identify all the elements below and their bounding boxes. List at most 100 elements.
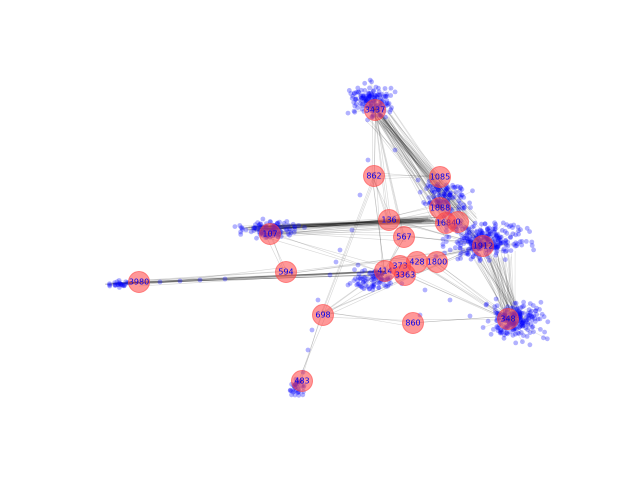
graph-node	[493, 250, 499, 256]
graph-node	[157, 279, 163, 285]
graph-node	[526, 307, 532, 313]
edge	[389, 113, 468, 215]
graph-node	[465, 238, 471, 244]
hub-label: 1684	[436, 219, 456, 228]
graph-node	[490, 226, 496, 232]
graph-node	[366, 90, 371, 96]
graph-node	[535, 316, 541, 322]
graph-node	[492, 226, 498, 232]
graph-node	[495, 237, 501, 242]
graph-node	[497, 330, 503, 336]
edge	[405, 274, 508, 321]
edge	[270, 232, 389, 275]
edge	[386, 102, 467, 220]
edge	[376, 116, 469, 215]
graph-node	[464, 250, 470, 256]
graph-node	[482, 221, 488, 227]
graph-node	[284, 227, 290, 233]
graph-node	[362, 80, 368, 86]
graph-node	[494, 233, 500, 238]
graph-node	[479, 230, 484, 236]
graph-node	[464, 251, 469, 257]
graph-node	[521, 303, 527, 309]
graph-node	[528, 321, 534, 327]
graph-node	[494, 234, 500, 239]
graph-node	[447, 190, 453, 196]
graph-node	[482, 221, 488, 227]
hub-circle	[128, 271, 150, 293]
graph-node	[488, 231, 494, 237]
graph-node	[359, 96, 364, 101]
graph-node	[517, 239, 523, 245]
graph-node	[253, 225, 258, 231]
graph-node	[520, 318, 526, 324]
graph-node	[240, 227, 245, 233]
graph-node	[488, 331, 494, 337]
edge	[105, 270, 378, 285]
graph-node	[353, 276, 358, 281]
graph-node	[518, 227, 523, 233]
graph-node	[459, 250, 464, 256]
graph-node	[355, 85, 361, 91]
graph-node	[513, 340, 519, 346]
graph-node	[345, 282, 351, 288]
graph-node	[446, 234, 452, 240]
graph-node	[478, 228, 483, 234]
graph-node	[457, 193, 462, 198]
graph-node	[421, 200, 426, 205]
graph-node	[118, 281, 124, 287]
graph-node	[495, 243, 501, 249]
graph-node	[544, 336, 550, 342]
edge	[405, 271, 509, 320]
edge	[251, 219, 431, 228]
graph-node	[493, 296, 499, 302]
graph-node	[254, 235, 259, 241]
graph-node	[471, 223, 477, 229]
graph-node	[359, 285, 365, 290]
graph-node	[487, 258, 492, 263]
graph-node	[447, 192, 453, 198]
graph-node	[538, 327, 543, 332]
graph-node	[385, 283, 390, 289]
graph-node	[383, 94, 389, 99]
graph-node	[375, 92, 380, 98]
graph-node	[457, 252, 463, 257]
graph-node	[387, 109, 393, 115]
graph-node	[466, 227, 472, 232]
edge	[378, 115, 468, 231]
graph-node	[524, 225, 530, 231]
hub-label: 3437	[365, 106, 385, 115]
graph-node	[519, 320, 525, 325]
edge	[405, 275, 510, 320]
graph-node	[464, 235, 469, 241]
graph-node	[515, 224, 521, 230]
graph-node	[281, 225, 287, 230]
graph-node	[457, 238, 463, 243]
edge	[271, 218, 450, 235]
edge	[268, 221, 447, 232]
graph-node	[498, 327, 504, 333]
edge	[324, 316, 412, 321]
graph-node	[363, 283, 369, 288]
graph-node	[484, 230, 490, 236]
graph-node	[508, 223, 514, 229]
edge	[384, 107, 456, 208]
graph-node	[423, 201, 428, 207]
edge	[321, 273, 390, 317]
edge	[482, 250, 518, 318]
graph-node	[519, 242, 525, 248]
graph-node	[493, 308, 498, 313]
edge	[486, 249, 508, 317]
graph-node	[496, 235, 502, 241]
graph-node	[508, 235, 513, 240]
graph-node	[512, 300, 518, 306]
graph-node	[518, 305, 523, 311]
edge	[269, 218, 391, 235]
graph-node	[288, 228, 293, 233]
edge	[492, 256, 510, 317]
graph-node	[415, 177, 421, 183]
graph-node	[538, 299, 544, 305]
graph-node	[378, 96, 383, 101]
